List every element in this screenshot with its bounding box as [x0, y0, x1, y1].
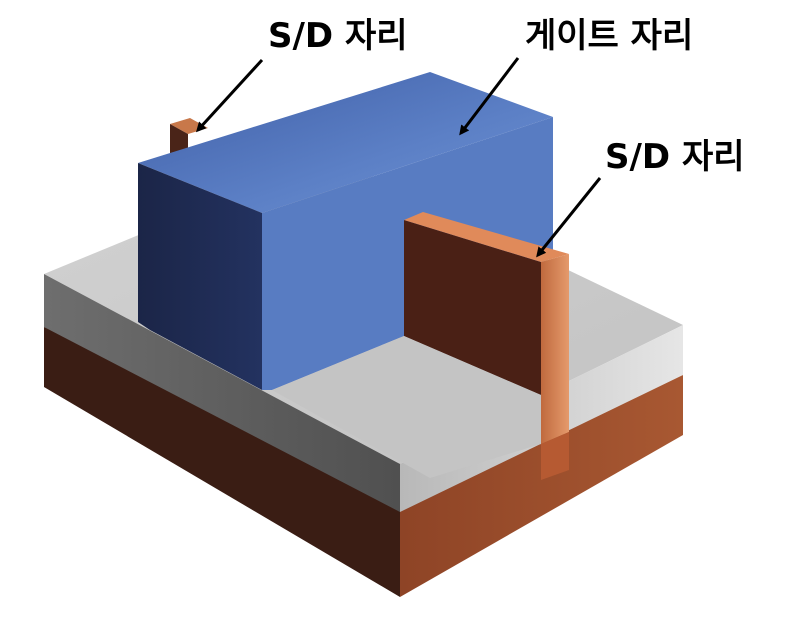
- gate-left-face: [138, 163, 262, 390]
- substrate: [44, 327, 683, 597]
- fin-front: [404, 212, 569, 480]
- annotation-arrows: [195, 57, 602, 258]
- oxide-left-face: [44, 274, 400, 512]
- label-sd-right: S/D 자리: [605, 137, 745, 177]
- fin-side-face: [541, 254, 569, 444]
- substrate-right-face: [400, 375, 683, 597]
- substrate-left-face: [44, 327, 400, 597]
- label-sd-top-left: S/D 자리: [268, 16, 408, 56]
- label-gate: 게이트 자리: [525, 16, 693, 56]
- arrow-gate: [459, 57, 520, 136]
- fin-side-lower: [541, 432, 569, 480]
- arrow-sd-right: [536, 177, 602, 258]
- fin-top-face: [404, 212, 569, 262]
- oxide-front-patch: [272, 336, 541, 478]
- gate-top-face: [138, 72, 553, 213]
- fin-front-face: [404, 220, 541, 395]
- arrow-sd-top-left: [195, 58, 264, 133]
